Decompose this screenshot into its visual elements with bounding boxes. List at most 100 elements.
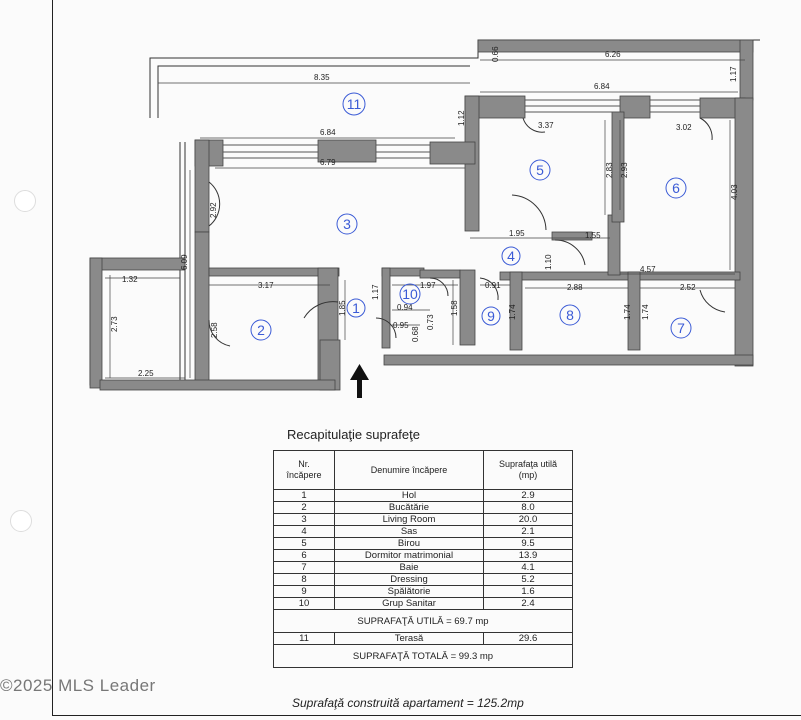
cell-nr: 4 [273, 525, 335, 538]
cell-nr: 6 [273, 549, 335, 562]
dim-label: 1.95 [509, 229, 525, 238]
dim-label: 0.68 [411, 326, 420, 342]
dim-label: 1.10 [544, 254, 553, 270]
cell-area: 9.5 [483, 537, 573, 550]
area-summary-table: Nr. încăpere Denumire încăpere Suprafaţa… [273, 450, 573, 668]
cell-name: Grup Sanitar [334, 597, 484, 610]
cell-nr: 8 [273, 573, 335, 586]
dim-label: 6.79 [320, 158, 336, 167]
room-number-11: 11 [347, 96, 362, 112]
cell-name: Baie [334, 561, 484, 574]
room-number-5: 5 [536, 162, 544, 178]
cell-area: 5.2 [483, 573, 573, 586]
cell-nr: 10 [273, 597, 335, 610]
col-header-area: Suprafaţa utilă (mp) [483, 450, 573, 490]
dim-label: 1.58 [450, 300, 459, 316]
dim-label: 2.58 [210, 322, 219, 338]
cell-area: 20.0 [483, 513, 573, 526]
dim-label: 1.17 [371, 284, 380, 300]
col-nr-line2: încăpere [286, 470, 322, 480]
grand-total: SUPRAFAŢĂ TOTALĂ = 99.3 mp [273, 644, 573, 668]
col-header-name: Denumire încăpere [334, 450, 484, 490]
dim-label: 4.03 [730, 184, 739, 200]
room-number-6: 6 [672, 180, 680, 196]
walls [89, 39, 754, 391]
room-markers [250, 92, 692, 341]
cell-nr: 3 [273, 513, 335, 526]
room-number-3: 3 [343, 216, 351, 232]
dim-label: 3.02 [676, 123, 692, 132]
col-area-line2: (mp) [518, 470, 538, 480]
dim-label: 6.09 [180, 254, 189, 270]
dim-label: 1.74 [641, 304, 650, 320]
cell-area: 4.1 [483, 561, 573, 574]
dim-label: 1.32 [122, 275, 138, 284]
cell-nr: 2 [273, 501, 335, 514]
terrace-row: 11 Terasă 29.6 [273, 632, 573, 645]
dim-label: 0.91 [485, 281, 501, 290]
room-number-7: 7 [677, 320, 685, 336]
dim-label: 2.73 [110, 316, 119, 332]
room-number-4: 4 [507, 248, 515, 264]
room-number-10: 10 [402, 286, 418, 302]
total-utila-row: SUPRAFAŢĂ UTILĂ = 69.7 mp [273, 609, 573, 633]
dim-label: 0.95 [393, 321, 409, 330]
terrace-name: Terasă [334, 632, 484, 645]
dim-label: 0.73 [426, 314, 435, 330]
dim-label: 1.74 [623, 304, 632, 320]
col-header-nr: Nr. încăpere [273, 450, 335, 490]
dim-label: 2.83 [605, 162, 614, 178]
cell-name: Birou [334, 537, 484, 550]
cell-name: Dressing [334, 573, 484, 586]
terrace-nr: 11 [273, 632, 335, 645]
dim-label: 3.37 [538, 121, 554, 130]
cell-nr: 9 [273, 585, 335, 598]
cell-area: 2.9 [483, 489, 573, 502]
cell-name: Spălătorie [334, 585, 484, 598]
cell-nr: 1 [273, 489, 335, 502]
terrace-area: 29.6 [483, 632, 573, 645]
dim-label: 3.17 [258, 281, 274, 290]
dim-label: 1.97 [420, 281, 436, 290]
total-row: SUPRAFAŢĂ TOTALĂ = 99.3 mp [273, 644, 573, 668]
cell-nr: 7 [273, 561, 335, 574]
floor-plan: 8.35 6.26 6.84 6.84 6.79 0.66 1.17 1.12 … [89, 39, 760, 398]
binder-hole-top [14, 190, 36, 212]
dim-label: 1.55 [585, 231, 601, 240]
dim-label: 1.12 [457, 110, 466, 126]
dim-label: 0.66 [491, 46, 500, 62]
room-number-9: 9 [487, 308, 495, 324]
dim-label: 6.84 [594, 82, 610, 91]
cell-name: Hol [334, 489, 484, 502]
cell-name: Dormitor matrimonial [334, 549, 484, 562]
sheet-border-bottom [52, 715, 801, 716]
cell-area: 2.4 [483, 597, 573, 610]
dim-label: 1.85 [338, 300, 347, 316]
watermark: ©2025 MLS Leader [0, 676, 156, 695]
cell-name: Bucătărie [334, 501, 484, 514]
dim-label: 2.52 [680, 283, 696, 292]
cell-name: Living Room [334, 513, 484, 526]
binder-hole-bottom [10, 510, 32, 532]
col-nr-line1: Nr. [298, 459, 310, 469]
cell-name: Sas [334, 525, 484, 538]
dim-label: 8.35 [314, 73, 330, 82]
dim-label: 6.84 [320, 128, 336, 137]
dim-label: 2.92 [209, 202, 218, 218]
room-number-8: 8 [566, 307, 574, 323]
total-utila: SUPRAFAŢĂ UTILĂ = 69.7 mp [273, 609, 573, 633]
dim-label: 4.57 [640, 265, 656, 274]
built-area-note: Suprafaţă construită apartament = 125.2m… [292, 696, 524, 710]
cell-area: 1.6 [483, 585, 573, 598]
sheet-border-left [52, 0, 53, 716]
cell-area: 13.9 [483, 549, 573, 562]
